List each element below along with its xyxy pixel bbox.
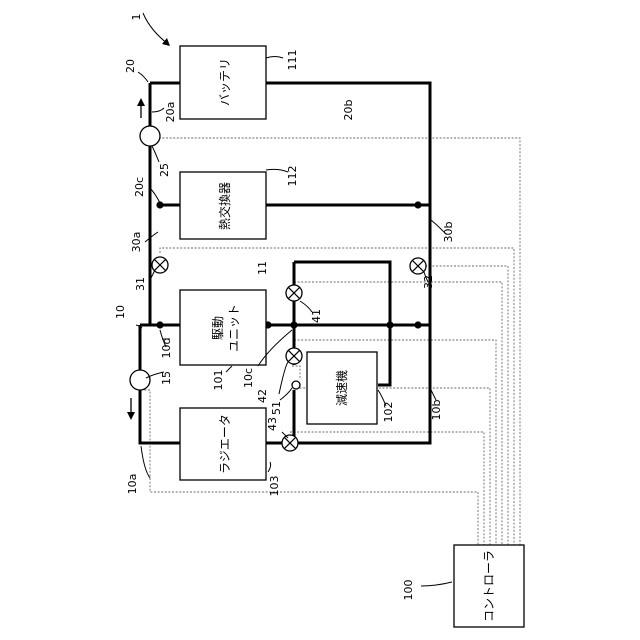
ref-valve-43: 43 (266, 417, 279, 431)
radiator-block: ラジエータ (180, 408, 266, 480)
flow-arrow-down-icon (127, 398, 135, 420)
ref-circuit-20: 20 (124, 59, 137, 73)
ref-10b: 10b (430, 399, 443, 420)
battery-label: バッテリ (218, 58, 232, 106)
ref-20c: 20c (133, 177, 146, 197)
ref-radiator: 103 (268, 476, 281, 497)
pump-25 (140, 126, 160, 146)
valve-42 (286, 348, 302, 364)
ref-circuit-10: 10 (114, 305, 127, 319)
heat-exchanger-label: 熱交換器 (217, 182, 232, 230)
ref-20b: 20b (342, 99, 355, 120)
valve-32 (410, 258, 426, 274)
ref-branch-11: 11 (256, 261, 269, 275)
ref-sensor-51: 51 (270, 401, 283, 415)
sensor-51 (292, 381, 300, 389)
pump-15 (130, 370, 150, 390)
ref-controller: 100 (402, 580, 415, 601)
ref-20a: 20a (164, 102, 177, 123)
ref-reducer: 102 (382, 402, 395, 423)
ref-valve-42: 42 (256, 389, 269, 403)
ref-figure: 1 (130, 14, 143, 21)
coolant-pipes (140, 83, 430, 443)
battery-block: バッテリ (180, 46, 266, 119)
ref-heat-exchanger: 112 (286, 166, 299, 187)
controller-block: コントローラ (454, 545, 524, 627)
reducer-label: 減速機 (334, 370, 349, 406)
ref-valve-31: 31 (134, 277, 147, 291)
radiator-label: ラジエータ (218, 414, 232, 474)
ref-10a: 10a (126, 474, 139, 495)
flow-arrow-up-icon (137, 98, 145, 118)
drive-unit-label-2: ユニット (227, 304, 241, 352)
ref-30a: 30a (130, 232, 143, 253)
reference-numerals: 1 20 111 20a 20b 25 20c 112 30a 30b 11 3… (114, 14, 455, 601)
ref-10d: 10d (160, 338, 173, 359)
valve-41 (286, 285, 302, 301)
reducer-block: 減速機 (307, 352, 377, 424)
valve-43 (282, 435, 298, 451)
heat-exchanger-block: 熱交換器 (180, 172, 266, 239)
ref-30b: 30b (442, 221, 455, 242)
ref-battery: 111 (286, 50, 299, 71)
controller-label: コントローラ (482, 550, 496, 622)
ref-drive-unit: 101 (212, 370, 225, 391)
ref-pump-15: 15 (160, 371, 173, 385)
ref-valve-41: 41 (310, 309, 323, 323)
ref-pump-25: 25 (158, 163, 171, 177)
drive-unit-label-1: 駆動 (211, 316, 225, 340)
ref-valve-32: 32 (422, 275, 435, 289)
ref-10c: 10c (242, 368, 255, 388)
drive-unit-block: 駆動 ユニット (180, 290, 266, 365)
